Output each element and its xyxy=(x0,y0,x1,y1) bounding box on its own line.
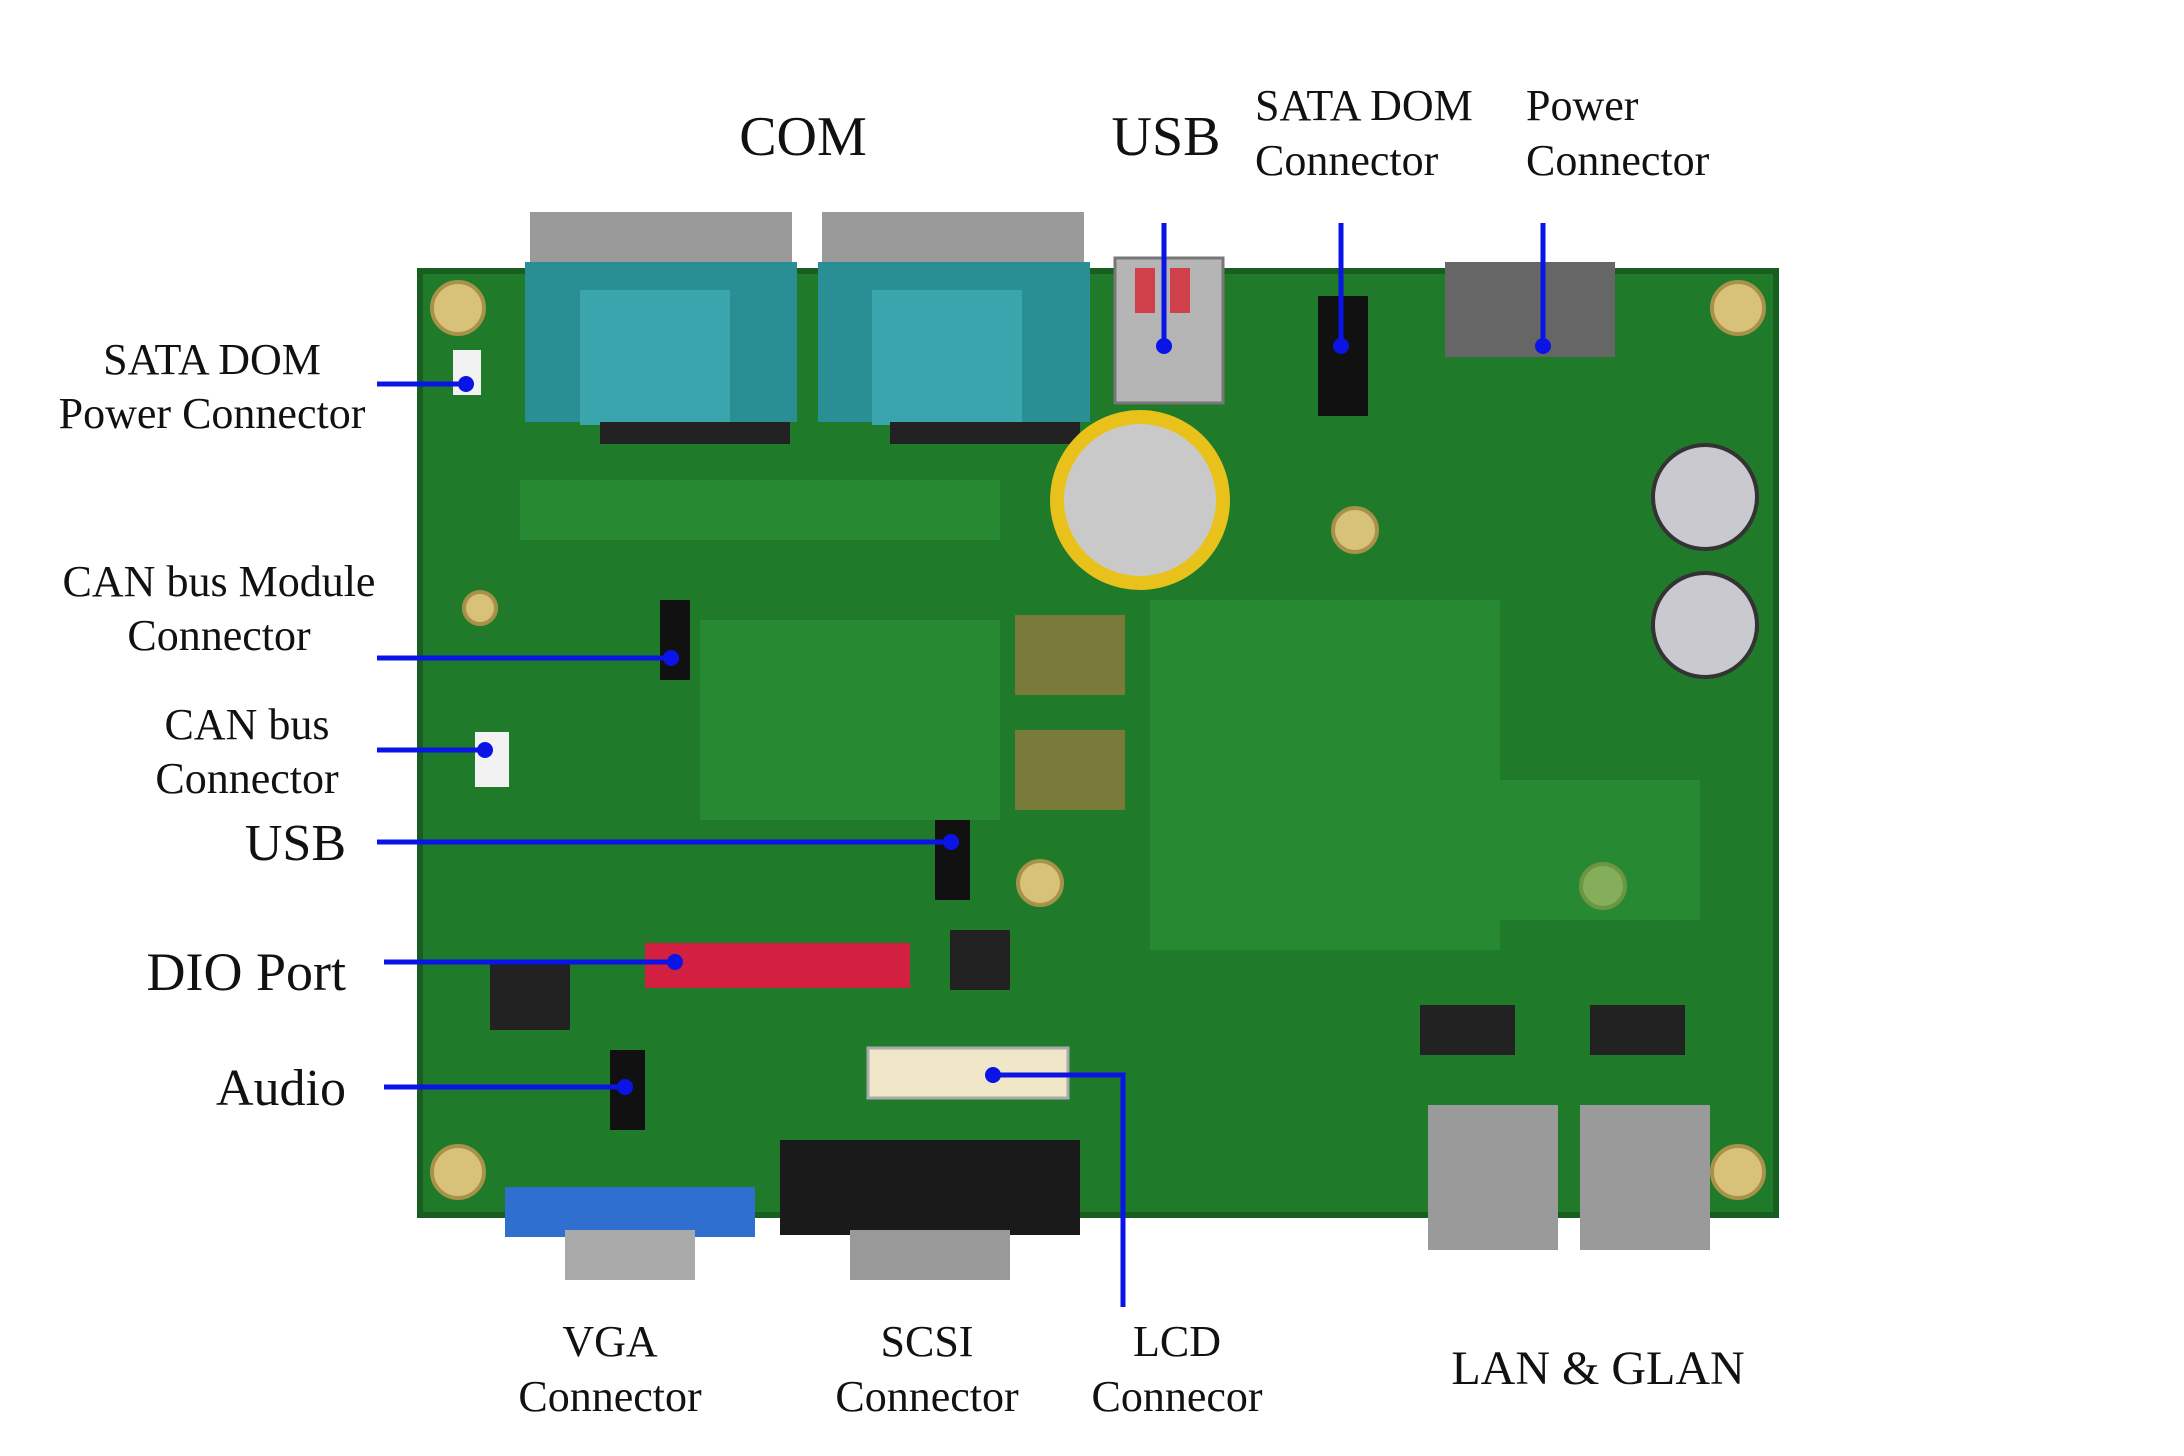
label-sata-dom-connector-1: SATA DOM xyxy=(1255,81,1473,130)
label-sata-dom-connector-2: Connector xyxy=(1255,136,1439,185)
dio-header xyxy=(645,943,910,988)
label-power-connector-2: Connector xyxy=(1526,136,1710,185)
label-vga-2: Connector xyxy=(518,1372,702,1421)
label-dio-port: DIO Port xyxy=(147,942,347,1002)
label-scsi-2: Connector xyxy=(835,1372,1019,1421)
label-vga-1: VGA xyxy=(562,1317,658,1366)
label-com: COM xyxy=(739,106,867,168)
label-audio: Audio xyxy=(216,1060,346,1117)
label-usb-left: USB xyxy=(245,815,346,872)
label-can-bus-1: CAN bus xyxy=(164,700,329,749)
label-can-module-2: Connector xyxy=(127,611,311,660)
circuit-board xyxy=(417,212,1779,1280)
label-lcd-2: Connecor xyxy=(1091,1372,1262,1421)
label-lan-glan: LAN & GLAN xyxy=(1451,1342,1744,1395)
label-usb-top: USB xyxy=(1112,106,1221,168)
label-sata-dom-power-2: Power Connector xyxy=(59,389,366,438)
pointer-lines xyxy=(377,223,1551,1307)
label-can-bus-2: Connector xyxy=(155,754,339,803)
label-power-connector-1: Power xyxy=(1526,81,1639,130)
label-lcd-1: LCD xyxy=(1133,1317,1221,1366)
label-can-module-1: CAN bus Module xyxy=(63,557,376,606)
label-sata-dom-power-1: SATA DOM xyxy=(103,335,321,384)
label-scsi-1: SCSI xyxy=(881,1317,974,1366)
